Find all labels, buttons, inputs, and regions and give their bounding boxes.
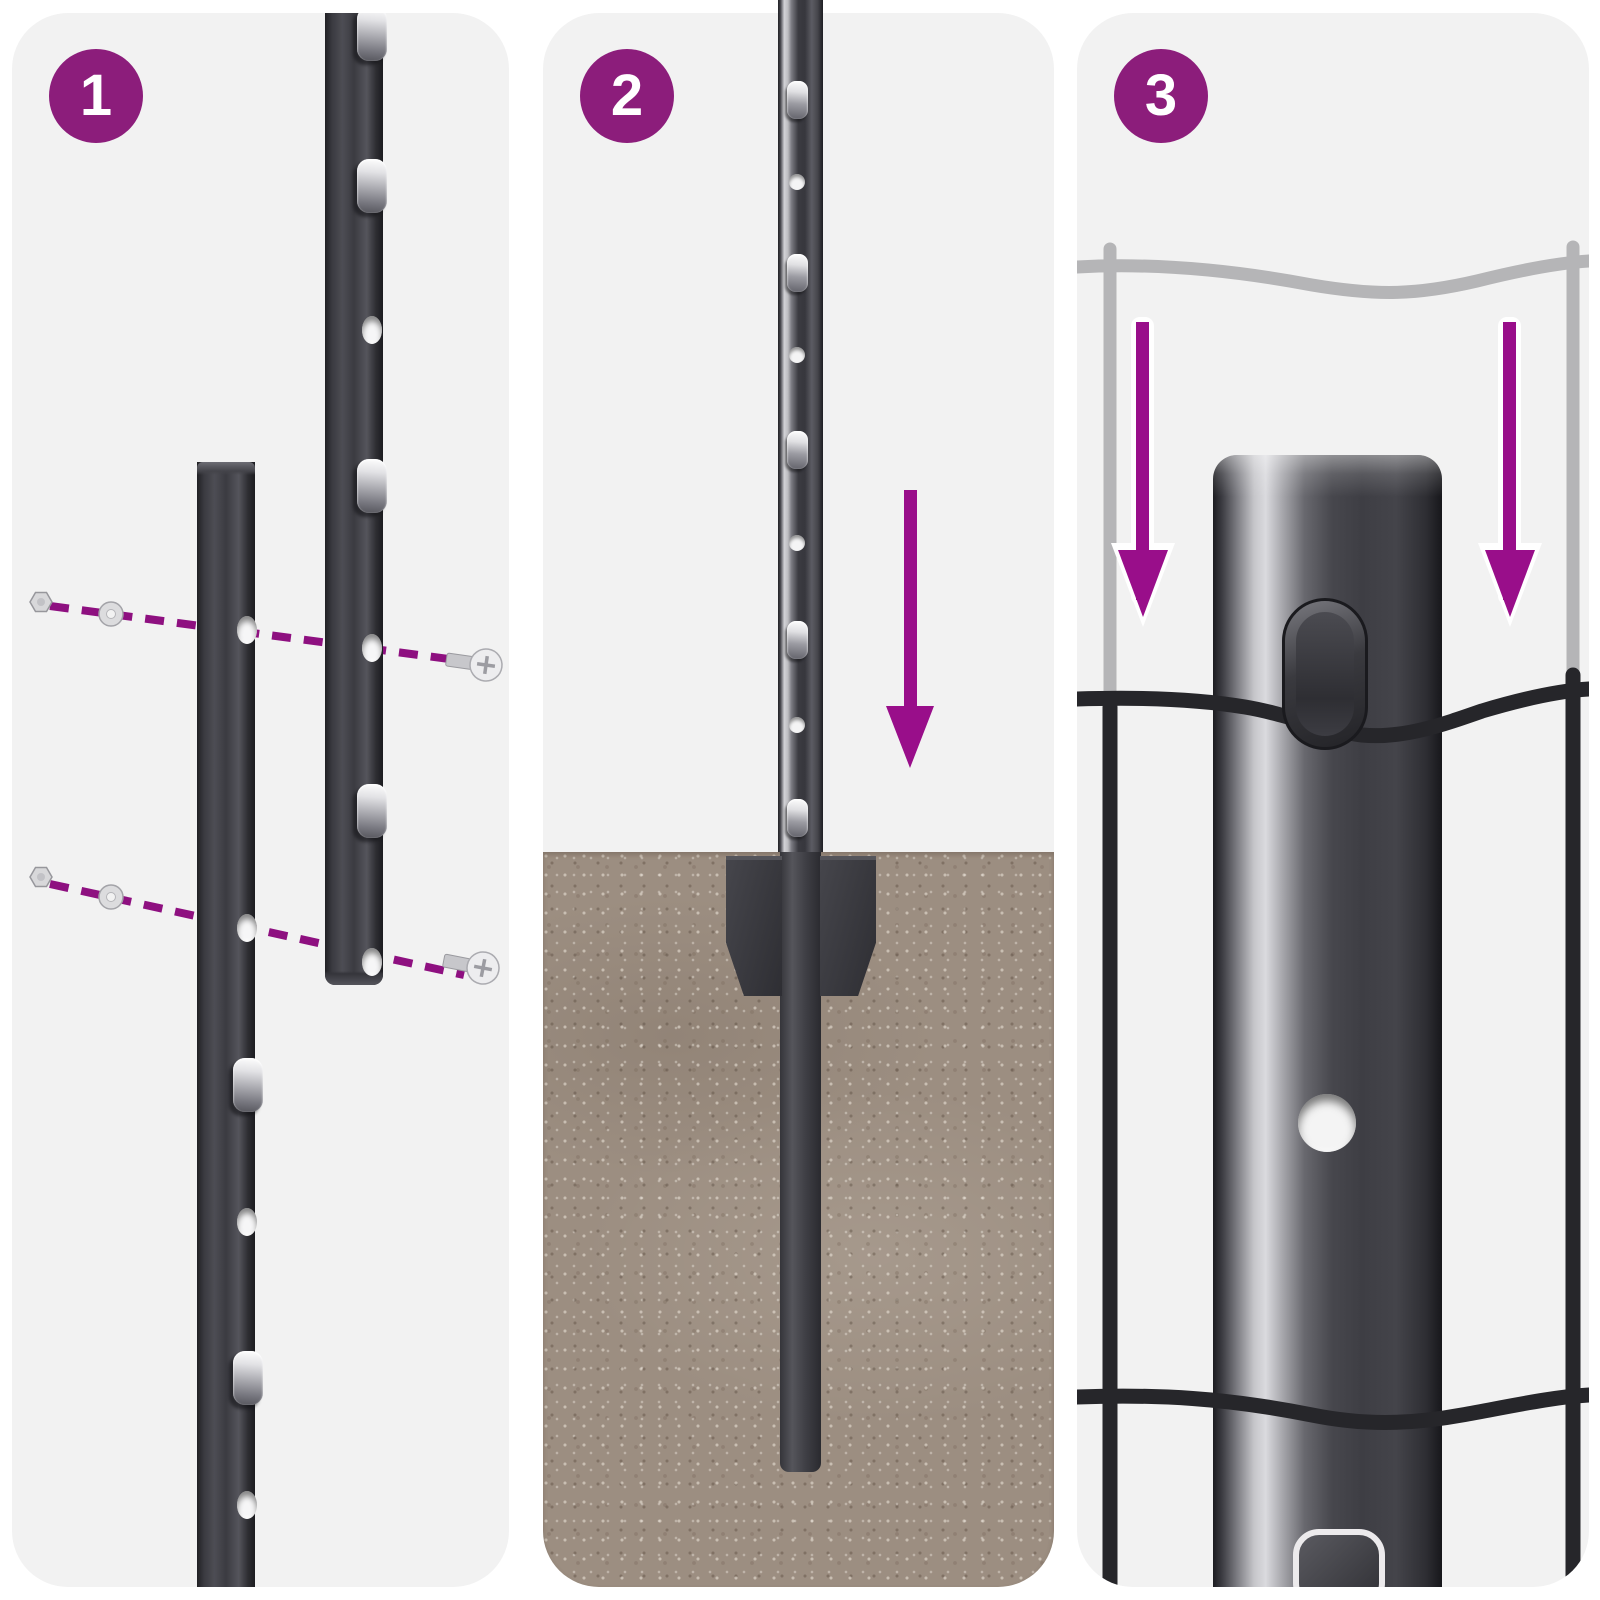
gray-fence-wires bbox=[1077, 240, 1589, 708]
post-hole bbox=[789, 535, 805, 551]
step-number: 2 bbox=[610, 63, 644, 128]
step-number: 1 bbox=[79, 63, 113, 128]
post-hole bbox=[789, 347, 805, 363]
down-arrow-icon bbox=[904, 490, 917, 710]
step-3-panel: 3 bbox=[1077, 13, 1589, 1587]
post-hole bbox=[237, 914, 257, 942]
post-hook-tab bbox=[787, 431, 808, 469]
arrow-shaft bbox=[1503, 322, 1516, 600]
step-number-badge: 1 bbox=[49, 49, 143, 143]
front-u-post bbox=[325, 13, 387, 985]
step-number-badge: 2 bbox=[580, 49, 674, 143]
post-hook-tab bbox=[787, 254, 808, 292]
down-arrow-icon bbox=[1478, 317, 1542, 627]
post-hook-tab bbox=[787, 81, 808, 119]
arrow-head bbox=[1485, 550, 1535, 617]
post-hole bbox=[237, 1208, 257, 1236]
screw-icon bbox=[442, 951, 500, 985]
fastener-overlay bbox=[29, 591, 503, 985]
step-number-badge: 3 bbox=[1114, 49, 1208, 143]
hex-nut-icon bbox=[29, 866, 53, 888]
washer-icon bbox=[98, 601, 124, 627]
down-arrow-head bbox=[886, 706, 934, 768]
post-top-cap bbox=[1213, 455, 1442, 497]
post-hook-tab bbox=[787, 799, 808, 837]
post-hole bbox=[362, 634, 382, 662]
post-hook-tab bbox=[357, 459, 387, 513]
post-hole bbox=[237, 1491, 257, 1519]
post-hole bbox=[362, 948, 382, 976]
hex-nut-icon bbox=[29, 591, 53, 613]
back-u-post bbox=[197, 462, 263, 1587]
arrow-shaft bbox=[1136, 322, 1149, 600]
gray-top-wire bbox=[1077, 254, 1589, 299]
post-bottom-hook-tab bbox=[1293, 1529, 1385, 1587]
post-top-cap bbox=[197, 462, 255, 475]
step-number: 3 bbox=[1144, 63, 1178, 128]
step-1-panel: 1 bbox=[12, 13, 509, 1587]
post-wire-hook bbox=[1282, 598, 1368, 750]
post-hole bbox=[789, 174, 805, 190]
post-hook-tab bbox=[233, 1351, 263, 1405]
post-hook-tab bbox=[357, 784, 387, 838]
washer-icon bbox=[98, 884, 124, 910]
post-hole bbox=[237, 616, 257, 644]
post-hole bbox=[789, 717, 805, 733]
step-2-panel: 2 bbox=[543, 0, 1054, 1587]
u-post bbox=[778, 0, 823, 852]
down-arrow-icon bbox=[1111, 317, 1175, 627]
post-wire-hook-slot bbox=[1296, 612, 1354, 736]
post-hole bbox=[362, 316, 382, 344]
post-hook-tab bbox=[787, 621, 808, 659]
arrow-head bbox=[1118, 550, 1168, 617]
post-mounting-hole bbox=[1298, 1094, 1356, 1152]
mesh-top-wire bbox=[1077, 681, 1589, 744]
black-mesh-wires bbox=[1077, 667, 1589, 1587]
screw-icon bbox=[445, 648, 503, 682]
post-hook-tab bbox=[233, 1058, 263, 1112]
mesh-lower-wire bbox=[1077, 1387, 1589, 1430]
post-hook-tab bbox=[357, 13, 387, 61]
post-hook-tab bbox=[357, 159, 387, 213]
u-post-underground bbox=[780, 852, 821, 1472]
